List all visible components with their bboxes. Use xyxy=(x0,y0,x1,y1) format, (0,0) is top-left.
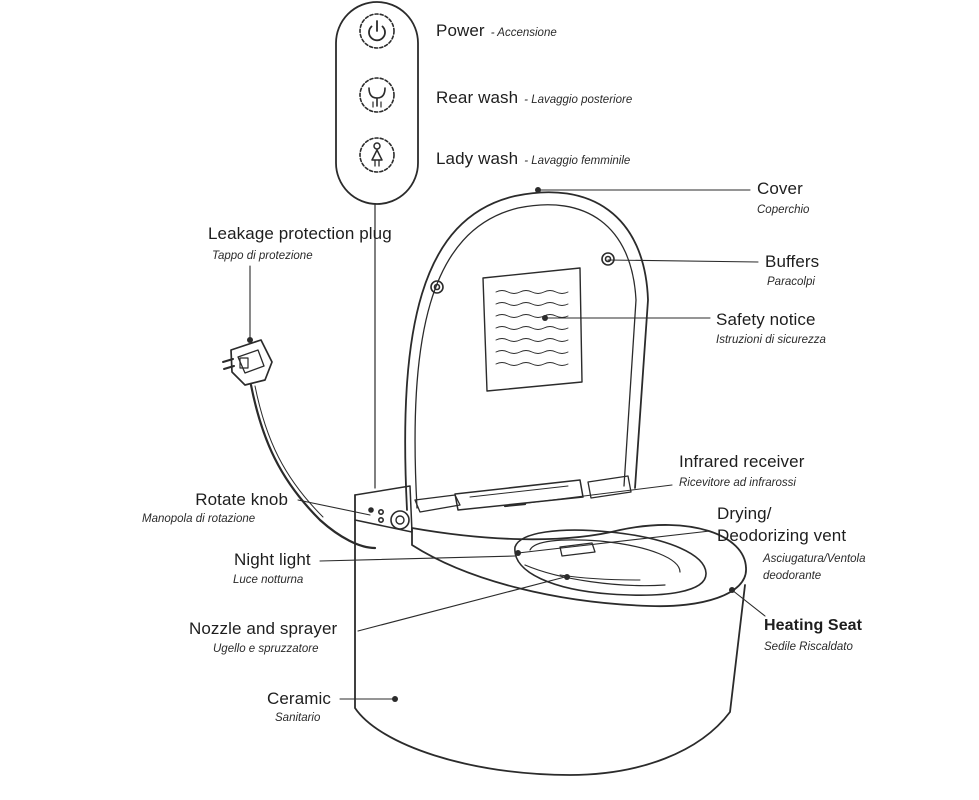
power-icon xyxy=(359,13,395,49)
heating-seat-label: Heating Seat xyxy=(764,617,863,634)
night-light-label: Night light xyxy=(234,550,311,569)
rotate-knob xyxy=(368,507,410,530)
rear-wash-label-row: Rear wash - Lavaggio posteriore xyxy=(436,89,632,107)
rotate-knob-label: Rotate knob xyxy=(195,490,288,509)
lady-wash-sublabel: - Lavaggio femminile xyxy=(524,155,631,167)
nozzle-sublabel: Ugello e spruzzatore xyxy=(213,643,319,655)
cover xyxy=(404,191,649,511)
rear-wash-label: Rear wash xyxy=(436,88,519,107)
leakage-plug-label: Leakage protection plug xyxy=(208,224,392,243)
safety-notice-sheet xyxy=(482,267,583,392)
cover-sublabel: Coperchio xyxy=(757,204,810,216)
power-label: Power xyxy=(436,21,485,40)
ceramic-sublabel: Sanitario xyxy=(275,712,321,724)
power-sublabel: - Accensione xyxy=(490,27,557,39)
remote-control xyxy=(335,1,419,205)
cover-label: Cover xyxy=(757,179,803,198)
drying-vent-label-2: Deodorizing vent xyxy=(717,526,847,545)
rotate-knob-sublabel: Manopola di rotazione xyxy=(142,513,256,525)
lady-wash-label: Lady wash xyxy=(436,149,519,168)
leakage-plug-sublabel: Tappo di protezione xyxy=(212,250,313,262)
buffers-sublabel: Paracolpi xyxy=(767,276,815,288)
drying-vent-sublabel-1: Asciugatura/Ventola xyxy=(763,553,866,565)
safety-notice-sublabel: Istruzioni di sicurezza xyxy=(716,334,826,346)
lady-wash-label-row: Lady wash - Lavaggio femminile xyxy=(436,150,630,168)
safety-notice-label: Safety notice xyxy=(716,310,816,329)
buffers-label: Buffers xyxy=(765,252,820,271)
night-light-sublabel: Luce notturna xyxy=(233,574,304,586)
nozzle-label: Nozzle and sprayer xyxy=(189,619,338,638)
lady-wash-icon xyxy=(359,137,395,173)
infrared-receiver-sublabel: Ricevitore ad infrarossi xyxy=(679,477,796,489)
seat xyxy=(411,524,747,608)
callout-dots xyxy=(247,187,735,702)
drying-vent-sublabel-2: deodorante xyxy=(763,570,822,582)
rear-wash-icon xyxy=(359,77,395,113)
power-label-row: Power - Accensione xyxy=(436,22,557,40)
heating-seat-sublabel: Sedile Riscaldato xyxy=(764,641,853,653)
control-housing xyxy=(354,475,746,776)
leakage-plug xyxy=(222,339,377,550)
leader-lines xyxy=(249,189,766,700)
drying-vent-label-1: Drying/ xyxy=(717,504,772,523)
rear-wash-sublabel: - Lavaggio posteriore xyxy=(524,94,633,106)
ceramic-label: Ceramic xyxy=(267,689,331,708)
infrared-receiver-label: Infrared receiver xyxy=(679,452,805,471)
